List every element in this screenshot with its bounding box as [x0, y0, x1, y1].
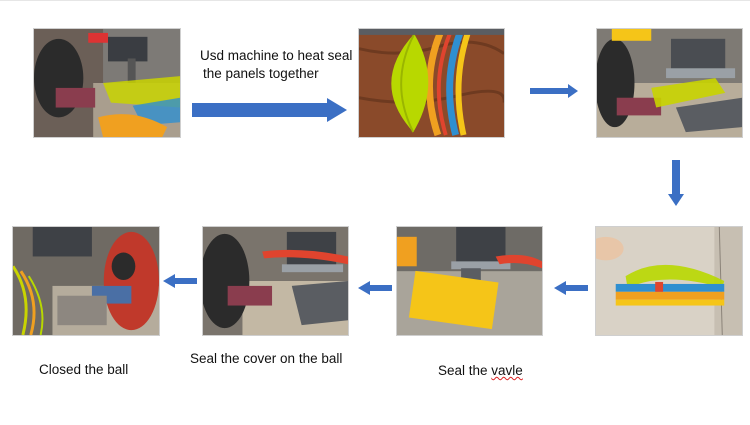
top-border-line	[0, 0, 750, 1]
caption-step5-misspelled-word: vavle	[491, 363, 523, 378]
arrow-down-3	[668, 160, 684, 206]
caption-step5-prefix: Seal the	[438, 363, 492, 378]
arrow-left-6	[163, 274, 197, 288]
arrow-right-2	[530, 84, 578, 98]
photo-step7-closed-ball	[12, 226, 160, 336]
caption-step2-line1: Usd machine to heat seal	[200, 48, 353, 63]
arrow-right-1	[192, 98, 347, 122]
arrow-left-4	[554, 281, 588, 295]
photo-step5-seal-valve	[396, 226, 543, 336]
caption-step5: Seal the vavle	[438, 361, 523, 380]
photo-step2-sealed-panels	[358, 28, 505, 138]
caption-step7: Closed the ball	[39, 362, 129, 377]
photo-step3-machine-sealing	[596, 28, 743, 138]
caption-step6: Seal the cover on the ball	[190, 351, 343, 366]
caption-step2-line2: the panels together	[203, 66, 319, 81]
photo-step6-seal-cover	[202, 226, 349, 336]
photo-step4-assembled-panels	[595, 226, 743, 336]
photo-step1-machine-panels	[33, 28, 181, 138]
arrow-left-5	[358, 281, 392, 295]
